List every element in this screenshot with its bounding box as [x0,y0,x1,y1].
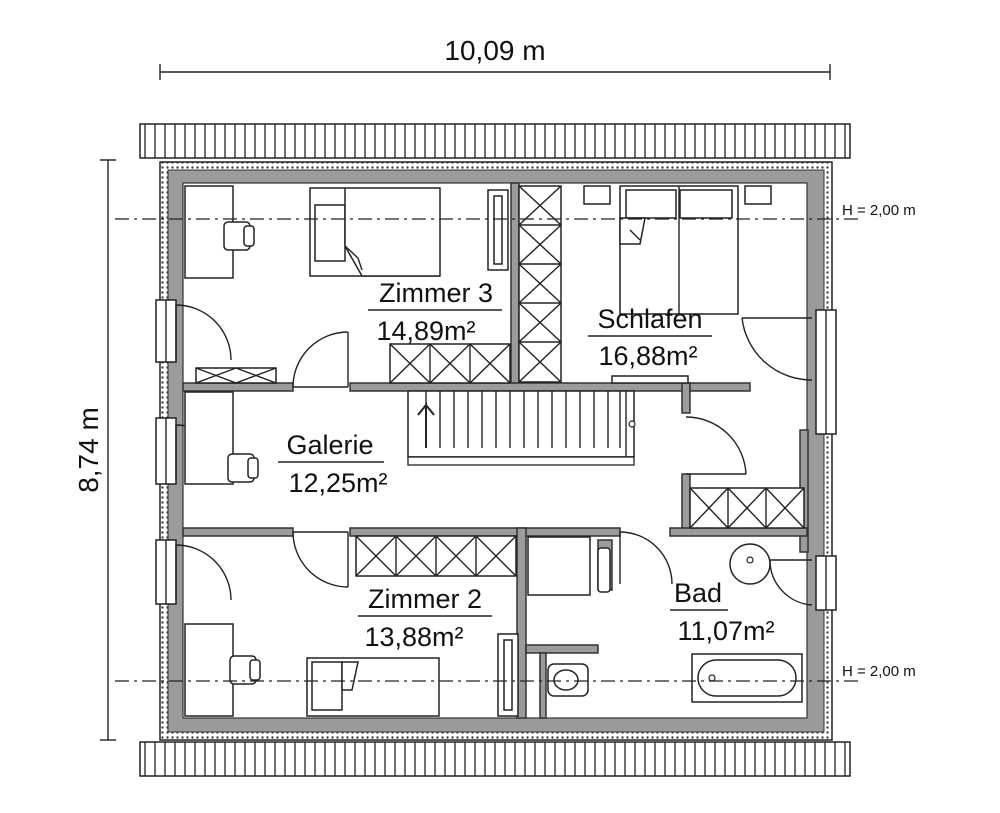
room-name-zimmer2: Zimmer 2 [368,584,482,614]
height-line-top: H = 2,00 m [115,202,916,220]
zimmer3-furniture [184,185,509,279]
room-area-zimmer3: 14,89m² [376,316,475,346]
room-area-zimmer2: 13,88m² [364,622,463,652]
doors [175,304,813,606]
room-label-schlafen: Schlafen 16,88m² [588,304,712,371]
room-label-galerie: Galerie 12,25m² [278,430,388,498]
width-label: 10,09 m [444,35,545,66]
roof-eave-top [139,123,851,159]
depth-dimension: 8,74 m [73,159,116,741]
windows [155,299,837,611]
room-name-bad: Bad [674,578,722,608]
depth-label: 8,74 m [73,407,104,493]
room-area-schlafen: 16,88m² [598,341,697,371]
room-name-schlafen: Schlafen [597,304,702,334]
room-area-galerie: 12,25m² [288,468,387,498]
staircase [407,390,636,466]
room-name-galerie: Galerie [286,430,373,460]
roof-eave-bottom [139,741,851,777]
schlafen-furniture [583,185,772,384]
room-name-zimmer3: Zimmer 3 [379,278,493,308]
room-label-zimmer3: Zimmer 3 14,89m² [368,278,502,346]
room-area-bad: 11,07m² [677,616,774,646]
width-dimension: 10,09 m [159,35,831,80]
bad-fixtures [527,536,803,703]
height-line-bottom: H = 2,00 m [115,663,916,682]
height-label-bottom: H = 2,00 m [842,663,916,680]
galerie-furniture [184,391,259,485]
room-label-bad: Bad 11,07m² [670,578,775,646]
height-label-top: H = 2,00 m [842,202,916,219]
zimmer2-furniture [184,623,519,717]
room-label-zimmer2: Zimmer 2 13,88m² [358,584,492,652]
